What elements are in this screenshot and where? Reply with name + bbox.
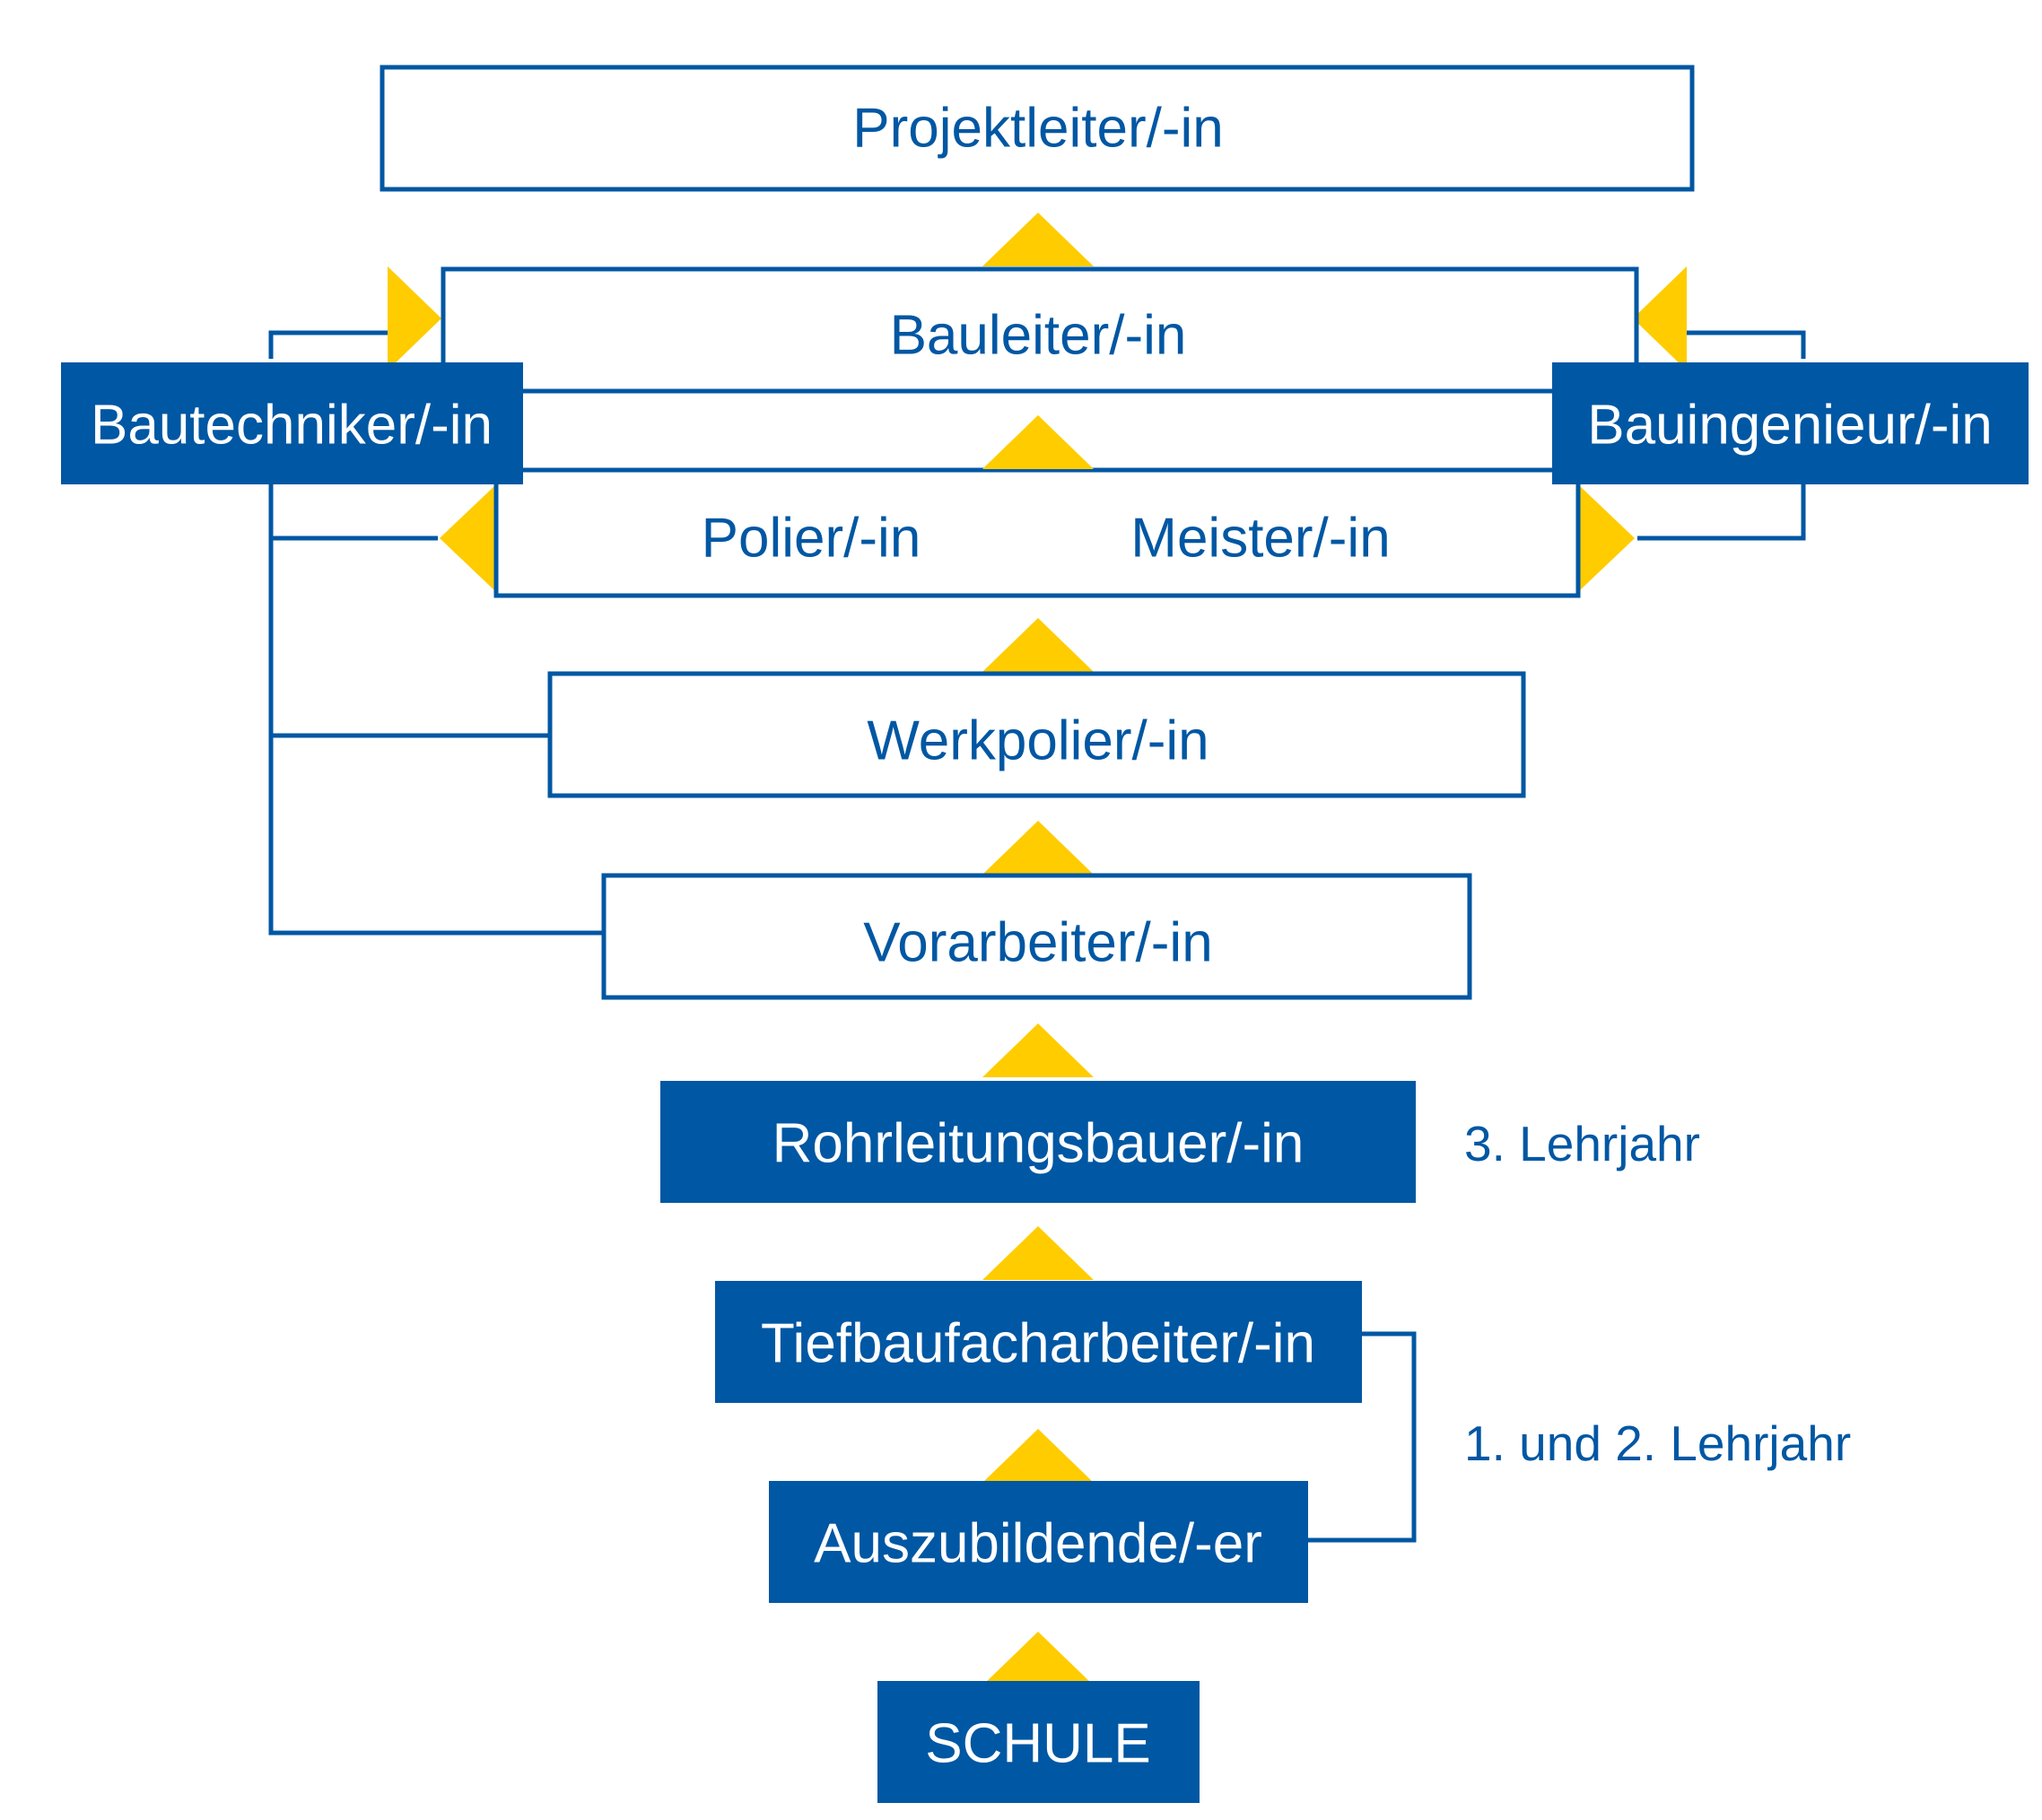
- label-rohrleitungsbauer: Rohrleitungsbauer/-in: [772, 1113, 1305, 1175]
- box-rohrleitungsbauer: [660, 1081, 1416, 1203]
- label-auszubildende: Auszubildende/-er: [814, 1513, 1262, 1575]
- label-bauingenieur: Bauingenieur/-in: [1587, 395, 1993, 457]
- bauingenieur-to-bauleiter-line: [1687, 330, 1806, 359]
- bautechniker-to-bauleiter-line: [268, 330, 388, 359]
- filled-boxes: [61, 362, 2029, 1803]
- note-lehrjahr-1-2: 1. und 2. Lehrjahr: [1464, 1415, 1851, 1471]
- box-schule: [877, 1681, 1200, 1803]
- label-schule: SCHULE: [925, 1713, 1151, 1775]
- lehrjahr-bracket: [1306, 1331, 1417, 1543]
- arrow-up-icon: [982, 213, 1094, 266]
- arrows: [388, 213, 1687, 1685]
- label-werkpolier: Werkpolier/-in: [867, 710, 1209, 772]
- arrow-up-icon: [982, 821, 1094, 875]
- arrow-up-icon: [982, 1226, 1094, 1280]
- arrow-right-icon: [1579, 485, 1635, 591]
- arrow-up-icon: [982, 415, 1094, 469]
- box-projektleiter: [380, 65, 1695, 192]
- arrow-up-icon: [982, 1023, 1094, 1077]
- box-polier-meister: [493, 467, 1581, 598]
- arrow-up-icon: [982, 1632, 1094, 1685]
- arrow-up-icon: [982, 1429, 1094, 1483]
- arrow-left-icon: [1633, 266, 1687, 370]
- label-tiefbaufacharbeiter: Tiefbaufacharbeiter/-in: [761, 1313, 1315, 1375]
- arrow-left-icon: [440, 485, 495, 591]
- box-werkpolier: [547, 671, 1526, 798]
- arrow-up-icon: [982, 618, 1094, 672]
- label-bautechniker: Bautechniker/-in: [91, 395, 493, 457]
- outlined-boxes: [380, 65, 1695, 1000]
- box-bauleiter: [441, 266, 1639, 394]
- box-tiefbaufacharbeiter: [715, 1281, 1362, 1403]
- label-bauleiter: Bauleiter/-in: [890, 305, 1187, 367]
- label-vorarbeiter: Vorarbeiter/-in: [863, 912, 1212, 974]
- label-meister: Meister/-in: [1130, 508, 1390, 570]
- note-lehrjahr-3: 3. Lehrjahr: [1464, 1116, 1700, 1171]
- label-projektleiter: Projektleiter/-in: [852, 98, 1223, 160]
- label-polier: Polier/-in: [702, 508, 921, 570]
- box-auszubildende: [769, 1481, 1308, 1603]
- box-bautechniker: [61, 362, 523, 484]
- box-vorarbeiter: [601, 873, 1472, 1000]
- bauingenieur-to-meister-line: [1637, 484, 1806, 541]
- connector-lines: [268, 330, 1806, 1543]
- box-bauingenieur: [1552, 362, 2029, 484]
- bautechniker-trunk-line: [268, 484, 604, 936]
- arrow-right-icon: [388, 266, 441, 370]
